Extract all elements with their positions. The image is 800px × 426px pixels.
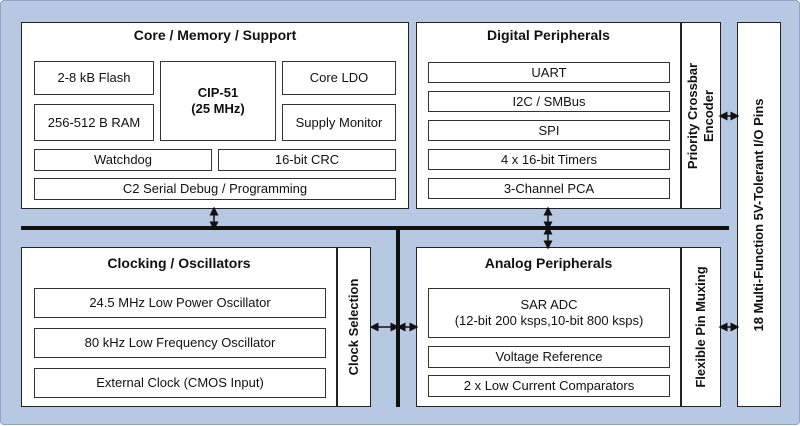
clocking-panel-title: Clocking / Oscillators — [107, 255, 251, 271]
spi-block: SPI — [428, 120, 670, 141]
timers-block: 4 x 16-bit Timers — [428, 149, 670, 170]
lf-oscillator-block: 80 kHz Low Frequency Oscillator — [34, 328, 326, 358]
flash-block: 2-8 kB Flash — [34, 61, 154, 95]
sar-adc-block: SAR ADC (12-bit 200 ksps,10-bit 800 ksps… — [428, 288, 670, 338]
cpu-block: CIP-51 (25 MHz) — [160, 61, 276, 141]
cpu-frequency: (25 MHz) — [191, 101, 245, 116]
crossbar-encoder-panel: Priority Crossbar Encoder — [681, 22, 721, 209]
external-clock-block: External Clock (CMOS Input) — [34, 368, 326, 398]
core-ldo-block: Core LDO — [282, 61, 396, 95]
i2c-smbus-block: I2C / SMBus — [428, 91, 670, 112]
adc-name: SAR ADC — [520, 297, 578, 312]
analog-panel-title: Analog Peripherals — [484, 255, 613, 271]
adc-spec: (12-bit 200 ksps,10-bit 800 ksps) — [454, 313, 644, 328]
ram-block: 256-512 B RAM — [34, 104, 154, 141]
crc-block: 16-bit CRC — [218, 149, 396, 171]
pca-block: 3-Channel PCA — [428, 178, 670, 199]
core-panel-title: Core / Memory / Support — [133, 27, 297, 43]
supply-monitor-block: Supply Monitor — [282, 104, 396, 141]
watchdog-block: Watchdog — [34, 149, 212, 171]
io-pins-panel: 18 Multi-Function 5V-Tolerant I/O Pins — [737, 22, 781, 407]
comparators-block: 2 x Low Current Comparators — [428, 375, 670, 397]
debug-block: C2 Serial Debug / Programming — [34, 178, 396, 200]
cpu-name: CIP-51 — [197, 85, 239, 100]
voltage-reference-block: Voltage Reference — [428, 346, 670, 368]
core-memory-support-panel: Core / Memory / Support 2-8 kB Flash CIP… — [21, 22, 409, 209]
uart-block: UART — [428, 62, 670, 83]
clocking-panel: Clocking / Oscillators 24.5 MHz Low Powe… — [21, 247, 337, 407]
hf-oscillator-block: 24.5 MHz Low Power Oscillator — [34, 288, 326, 318]
digital-panel-title: Digital Peripherals — [487, 27, 610, 43]
pin-muxing-panel: Flexible Pin Muxing — [681, 247, 721, 407]
digital-peripherals-panel: Digital Peripherals UART I2C / SMBus SPI… — [416, 22, 681, 209]
analog-peripherals-panel: Analog Peripherals SAR ADC (12-bit 200 k… — [416, 247, 681, 407]
